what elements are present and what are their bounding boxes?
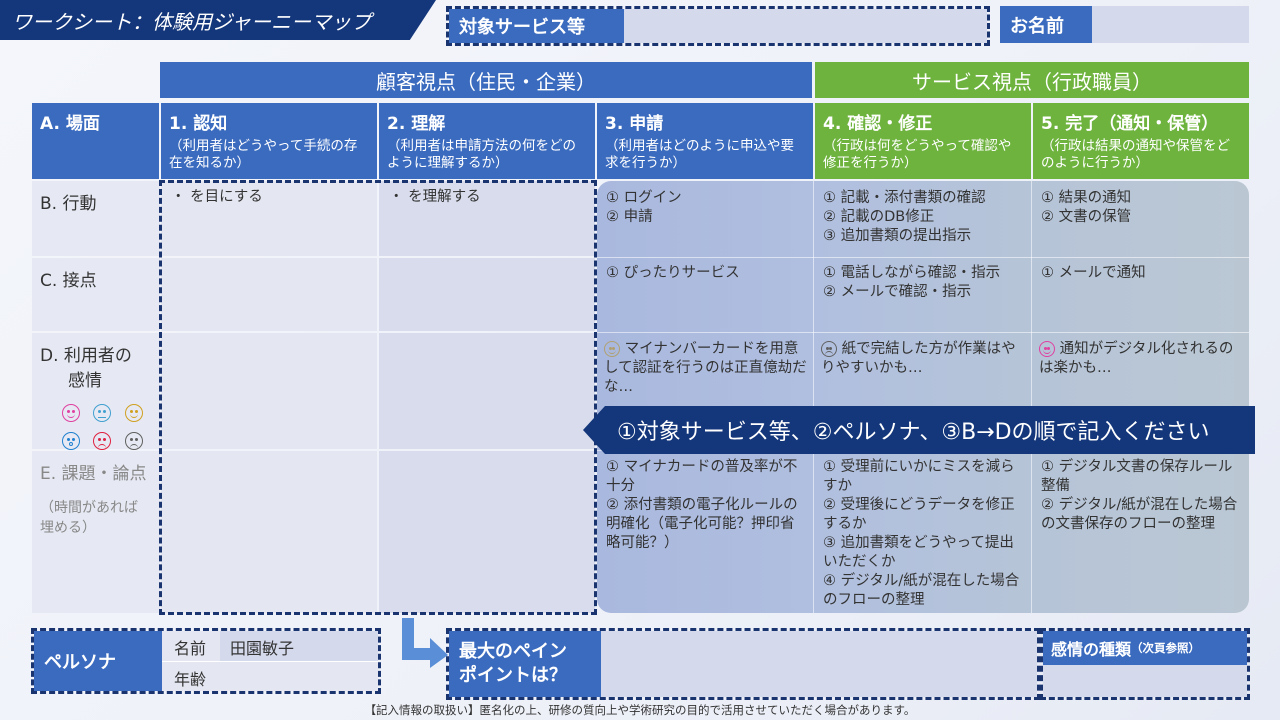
cell-emotion-understanding[interactable]	[379, 333, 595, 449]
cell-touchpoint-awareness[interactable]	[161, 258, 377, 331]
cell-touchpoint-understanding[interactable]	[379, 258, 595, 331]
service-area-panel	[597, 181, 1249, 613]
cell-touchpoint-completion[interactable]: ① メールで通知	[1041, 265, 1146, 281]
cell-emotion-awareness[interactable]	[161, 333, 377, 449]
row-header-emotion: D. 利用者の 感情	[32, 333, 160, 450]
divider	[597, 257, 1249, 258]
persona-label: ペルソナ	[34, 631, 162, 691]
worried-face-icon	[124, 432, 143, 450]
name-input[interactable]	[1092, 6, 1249, 43]
persona-age-label: 年齢	[162, 661, 220, 691]
persona-name-label: 名前	[162, 631, 220, 661]
emotion-type-box[interactable]: 感情の種類（次頁参照）	[1040, 628, 1250, 700]
worried-face-icon	[821, 341, 837, 357]
instruction-callout: ①対象サービス等、②ペルソナ、③B→Dの順で記入ください	[583, 406, 1255, 454]
relieved-face-icon	[604, 341, 620, 357]
persona-name-input[interactable]: 田園敏子	[220, 631, 378, 661]
persona-fields: 名前 田園敏子 年齢	[162, 631, 378, 691]
divider	[813, 181, 814, 613]
cell-touchpoint-review[interactable]: ① 電話しながら確認・指示 ② メールで確認・指示	[823, 265, 1001, 300]
cell-issue-awareness[interactable]	[161, 451, 377, 613]
target-service-label: 対象サービス等	[449, 9, 624, 43]
happy-face-icon	[1039, 341, 1055, 357]
column-header-understanding: 2. 理解 （利用者は申請方法の何をどのように理解するか）	[379, 103, 595, 179]
neutral-face-icon	[93, 404, 112, 422]
column-header-awareness: 1. 認知 （利用者はどうやって手続の存在を知るか）	[161, 103, 377, 179]
name-field[interactable]: お名前	[1000, 6, 1249, 43]
cell-touchpoint-application[interactable]: ① ぴったりサービス	[606, 265, 740, 281]
customer-perspective-header: 顧客視点（住民・企業）	[160, 62, 812, 98]
name-label: お名前	[1000, 6, 1092, 43]
cell-action-awareness[interactable]: ・ を目にする	[161, 181, 377, 256]
persona-box[interactable]: ペルソナ 名前 田園敏子 年齢	[31, 628, 381, 694]
emotion-type-label: 感情の種類（次頁参照）	[1043, 631, 1247, 665]
persona-age-row: 年齢	[162, 661, 378, 691]
divider	[1031, 181, 1032, 613]
row-header-issue: E. 課題・論点 （時間があれば埋める）	[32, 451, 160, 613]
emotion-icons	[40, 399, 152, 455]
cell-action-understanding[interactable]: ・ を理解する	[379, 181, 595, 256]
title-banner	[0, 0, 436, 40]
cell-issue-review[interactable]: ① 受理前にいかにミスを減らすか ② 受理後にどうデータを修正するか ③ 追加書…	[823, 459, 1020, 608]
target-service-input[interactable]	[624, 9, 987, 43]
row-header-action: B. 行動	[32, 181, 160, 256]
column-header-scene: A. 場面	[32, 103, 159, 179]
pain-point-input[interactable]	[601, 631, 1037, 697]
persona-name-row: 名前 田園敏子	[162, 631, 378, 662]
pain-point-label: 最大のペイン ポイントは？	[449, 631, 601, 697]
row-header-touchpoint: C. 接点	[32, 258, 160, 331]
column-header-completion: 5. 完了（通知・保管） （行政は結果の通知や保管をどのように行うか）	[1033, 103, 1249, 179]
angry-face-icon	[93, 432, 112, 450]
pain-point-box[interactable]: 最大のペイン ポイントは？	[446, 628, 1040, 700]
cell-issue-completion[interactable]: ① デジタル文書の保存ルール整備 ② デジタル/紙が混在した場合の文書保存のフロ…	[1041, 459, 1238, 532]
surprised-face-icon	[62, 432, 80, 450]
customer-input-frame	[159, 180, 597, 615]
arrow-right-icon	[402, 618, 448, 668]
column-header-review: 4. 確認・修正 （行政は何をどうやって確認や修正を行うか）	[815, 103, 1031, 179]
page-title: ワークシート：体験用ジャーニーマップ	[12, 10, 371, 34]
cell-emotion-review[interactable]: 紙で完結した方が作業はやりやすいかも…	[821, 341, 1016, 376]
target-service-field[interactable]: 対象サービス等	[446, 6, 990, 46]
cell-action-review[interactable]: ① 記載・添付書類の確認 ② 記載のDB修正 ③ 追加書類の提出指示	[823, 190, 986, 244]
happy-face-icon	[62, 404, 80, 422]
cell-issue-understanding[interactable]	[379, 451, 595, 613]
cell-issue-application[interactable]: ① マイナカードの普及率が不十分 ② 添付書類の電子化ルールの明確化（電子化可能…	[606, 459, 798, 551]
footer-note: 【記入情報の取扱い】匿名化の上、研修の質向上や学術研究の目的で活用させていただく…	[364, 703, 916, 717]
emotion-type-input[interactable]	[1043, 665, 1247, 697]
persona-age-input[interactable]	[220, 661, 378, 691]
cell-action-application[interactable]: ① ログイン ② 申請	[606, 190, 682, 225]
cell-action-completion[interactable]: ① 結果の通知 ② 文書の保管	[1041, 190, 1132, 225]
cell-emotion-completion[interactable]: 通知がデジタル化されるのは楽かも…	[1039, 341, 1234, 376]
service-perspective-header: サービス視点（行政職員）	[815, 62, 1249, 98]
cell-emotion-application[interactable]: マイナンバーカードを用意して認証を行うのは正直億劫だな…	[604, 341, 807, 395]
relieved-face-icon	[124, 404, 143, 422]
column-header-application: 3. 申請 （利用者はどのように申込や要求を行うか）	[597, 103, 813, 179]
divider	[597, 332, 1249, 333]
